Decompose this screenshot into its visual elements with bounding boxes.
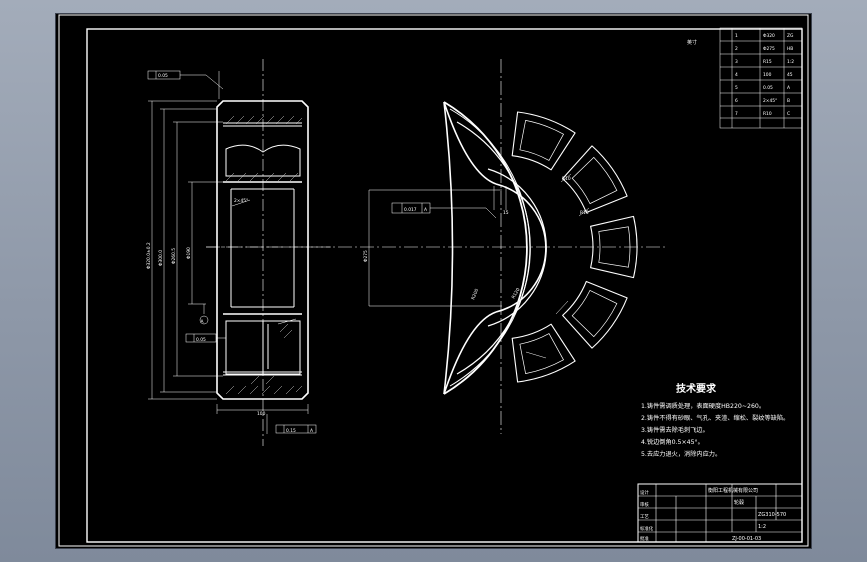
title-material: ZG310-570 <box>758 512 786 518</box>
dim-dia-3: Φ260.5 <box>171 248 177 264</box>
dim-radius-1: R10 <box>562 176 571 182</box>
dim-radius-2: R15 <box>580 210 589 216</box>
title-row-label: 标准化 <box>640 525 654 532</box>
title-drawing-number: ZJ-00-01-03 <box>732 536 761 542</box>
rev-table-cell: B <box>787 98 790 104</box>
spoke-window-inner <box>571 289 618 338</box>
dim-label-a: 15 <box>503 210 509 216</box>
tech-req-line: 1.铸件需调质处理，表面硬度HB220~260。 <box>641 402 765 410</box>
dim-box-tol: 0.017 <box>404 207 417 213</box>
front-view-spoke-windows <box>511 111 638 383</box>
front-view-dim-text: Φ275 0.017 A 15 R10 R15 R200 R120 <box>363 176 589 301</box>
title-block <box>637 483 803 543</box>
dim-dia-2: Φ300.0 <box>158 250 164 266</box>
dim-label-c: R120 <box>511 287 522 300</box>
front-view <box>206 59 666 434</box>
side-view-dimensions <box>147 70 317 434</box>
tech-req-line: 2.铸件不得有砂眼、气孔、夹渣、缩松、裂纹等缺陷。 <box>641 414 789 422</box>
spoke-window <box>511 323 576 383</box>
spoke-window <box>511 111 576 171</box>
tol-top-value: 0.05 <box>158 73 168 79</box>
rev-table-cell: 4 <box>735 72 738 78</box>
dim-center-dia: Φ275 <box>363 250 369 262</box>
corner-mark: 英寸 <box>687 39 697 46</box>
spoke-window <box>562 145 628 214</box>
rev-table <box>719 27 803 129</box>
rev-table-cell: 3 <box>735 59 738 65</box>
rev-table-cell: 1:2 <box>787 59 794 65</box>
tech-req-line: 3.铸件需去除毛刺飞边。 <box>641 426 709 434</box>
side-section-view <box>206 59 331 446</box>
tech-req-lines: 1.铸件需调质处理，表面硬度HB220~260。 2.铸件不得有砂眼、气孔、夹渣… <box>641 402 789 458</box>
title-row-label: 设计 <box>640 489 649 496</box>
tol-left-value: 0.05 <box>196 337 206 343</box>
rev-table-cell: 100 <box>763 72 772 78</box>
tech-req-title: 技术要求 <box>676 382 717 395</box>
title-part-name: 轮毂 <box>734 499 744 506</box>
rev-table-cell: Φ275 <box>763 46 775 52</box>
rev-table-cell: A <box>787 85 790 91</box>
spoke-window-inner <box>519 119 564 161</box>
dim-width: 100 <box>257 411 266 417</box>
spoke-window <box>562 280 628 349</box>
title-company: 衡阳工程机械有限公司 <box>708 487 758 494</box>
title-row-label: 审核 <box>640 501 649 508</box>
rev-table-text: 1 Φ320 ZG 2 Φ275 HB 3 R15 1:2 4 100 45 5 0.05 A 6 2×45° B… <box>735 33 794 117</box>
rev-table-cell: HB <box>787 46 793 52</box>
tech-req-line: 4.锐边倒角0.5×45°。 <box>641 438 704 446</box>
inner-frame <box>86 28 803 543</box>
rev-table-cell: 45 <box>787 72 793 78</box>
side-view-hatching <box>225 115 303 395</box>
rev-table-cell: R15 <box>763 59 772 65</box>
tol-bottom-value: 0.15 <box>286 428 296 434</box>
rev-table-cell: 2 <box>735 46 738 52</box>
tol-bottom-datum: A <box>310 428 313 434</box>
dim-box-datum: A <box>424 207 427 213</box>
outer-frame <box>58 14 809 547</box>
rev-table-cell: C <box>787 111 790 117</box>
title-block-text: 衡阳工程机械有限公司 轮毂 ZG310-570 1:2 ZJ-00-01-03 … <box>640 487 786 542</box>
tech-req-line: 5.去应力退火，消除内应力。 <box>641 450 721 458</box>
spoke-window-inner <box>571 156 618 205</box>
dim-chamfer: 2×45° <box>234 198 248 204</box>
rev-table-cell: 5 <box>735 85 738 91</box>
title-scale: 1:2 <box>758 524 766 530</box>
rev-table-cell: 6 <box>735 98 738 104</box>
dim-outer-dia: Φ320.0±0.2 <box>146 242 152 269</box>
datum-a-label: A <box>200 319 203 325</box>
front-view-dimensions <box>368 173 590 359</box>
rev-table-cell: Φ320 <box>763 33 775 39</box>
rev-table-cell: 7 <box>735 111 738 117</box>
dim-label-b: R200 <box>470 288 480 301</box>
rev-table-cell: 0.05 <box>763 85 773 91</box>
dim-bore: Φ190 <box>186 247 192 259</box>
rev-table-cell: 2×45° <box>763 98 777 104</box>
title-row-label: 工艺 <box>640 514 649 520</box>
spoke-window-inner <box>598 226 631 268</box>
spoke-window <box>590 215 638 279</box>
title-row-label: 批准 <box>640 535 649 542</box>
side-view-dim-text: 0.05 Φ320.0±0.2 Φ300.0 Φ260.5 Φ190 2×45°… <box>146 73 313 434</box>
rev-table-cell: 1 <box>735 33 738 39</box>
rev-table-cell: R10 <box>763 111 772 117</box>
spoke-window-inner <box>519 333 564 375</box>
rev-table-cell: ZG <box>787 33 794 39</box>
